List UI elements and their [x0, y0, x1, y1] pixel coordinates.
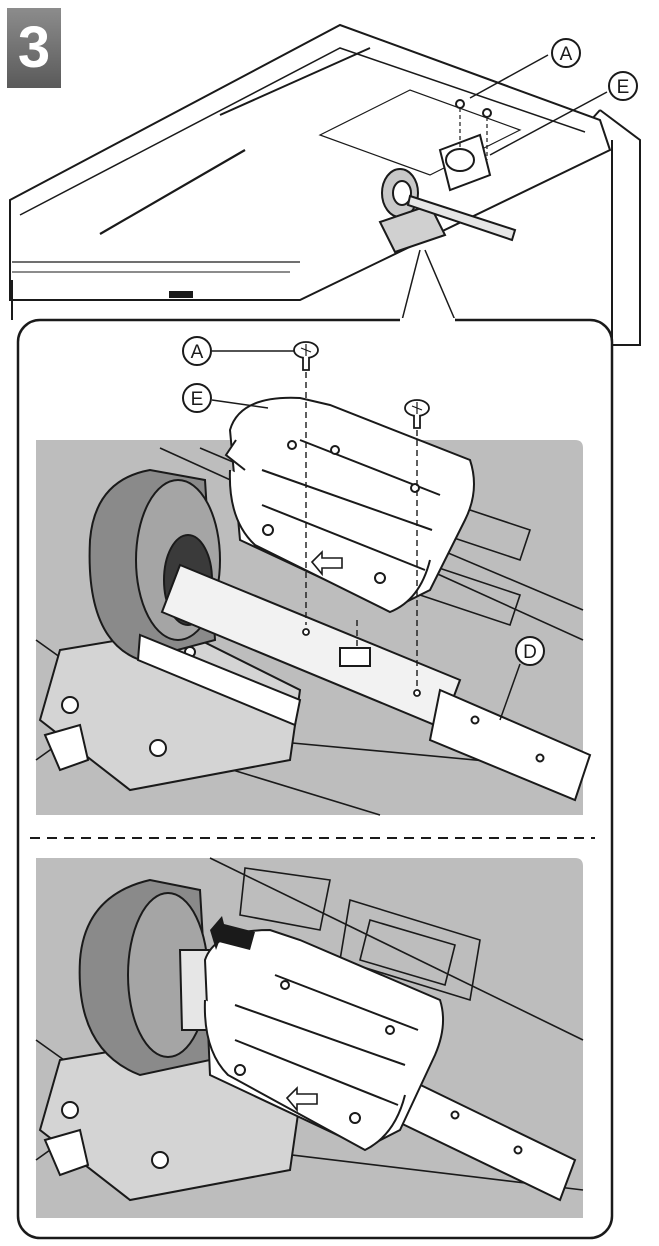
pole-d	[136, 563, 592, 802]
svg-text:A: A	[560, 44, 573, 65]
callout-a-detail: A	[182, 336, 212, 366]
step-number-badge: 3	[7, 8, 61, 88]
callout-a-top: A	[551, 38, 581, 68]
arrow-left-icon	[310, 550, 343, 577]
screw-icon	[293, 341, 319, 371]
detail-panel-after	[35, 857, 584, 1218]
screw-icon	[404, 399, 430, 429]
screws-a	[293, 341, 430, 697]
table-edge	[599, 109, 641, 346]
arrow-left-icon	[285, 1086, 318, 1113]
bracket-e-installed	[203, 928, 445, 1152]
foot-screw-2	[149, 739, 167, 757]
arrow-push-icon	[210, 916, 255, 950]
callout-e-detail: E	[182, 383, 212, 413]
tv-overview	[9, 23, 641, 346]
svg-text:D: D	[523, 642, 537, 663]
callout-e-top: E	[608, 71, 638, 101]
foot-screw-1	[61, 696, 79, 714]
svg-text:E: E	[617, 77, 630, 98]
callout-d-detail: D	[515, 636, 545, 666]
tv-stand-assembled	[378, 133, 517, 254]
detail-panel-before	[35, 341, 592, 816]
overview-screws	[455, 99, 492, 160]
tv-back-panel	[9, 23, 612, 301]
svg-text:A: A	[191, 342, 204, 363]
bracket-e-raised	[224, 396, 475, 614]
svg-text:E: E	[191, 389, 204, 410]
